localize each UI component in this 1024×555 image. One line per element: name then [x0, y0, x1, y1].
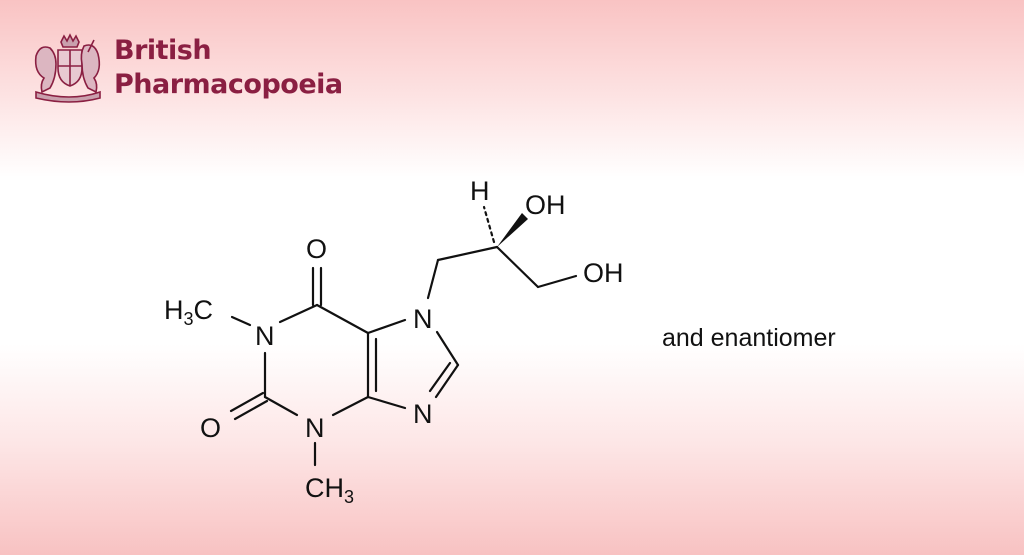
methyl-n1-c: C	[194, 295, 214, 325]
british-pharmacopoeia-logo: British Pharmacopoeia	[28, 32, 343, 104]
bond-c5-n7	[366, 318, 407, 335]
atom-n3: N	[305, 413, 325, 443]
methyl-n1-sub: 3	[184, 309, 194, 329]
atom-n7: N	[413, 304, 433, 334]
bond-c2-o2	[229, 391, 265, 413]
coat-of-arms-icon	[34, 33, 101, 103]
bond-n1-c6	[278, 303, 319, 324]
bond-c4-n3	[331, 395, 370, 417]
brand-line-2: Pharmacopoeia	[114, 69, 343, 100]
atom-n1: N	[255, 321, 275, 351]
atom-oh-top: OH	[525, 190, 566, 220]
bond-n7-ch2	[426, 258, 440, 300]
methyl-n3-sub: 3	[344, 487, 354, 507]
atom-o2: O	[200, 413, 221, 443]
bond-c8-n9	[434, 363, 460, 399]
wedge-bond-oh	[497, 213, 528, 247]
methyl-n3-ch: CH	[305, 473, 344, 503]
bond-ch2-oh	[536, 274, 578, 289]
enantiomer-annotation: and enantiomer	[662, 324, 836, 352]
bond-ch2-chiral	[436, 245, 499, 262]
atom-n9: N	[413, 399, 433, 429]
atom-o6: O	[306, 234, 327, 264]
atom-h: H	[470, 176, 490, 206]
methyl-n1: H3C	[164, 295, 213, 329]
bond-n9-c4	[366, 395, 407, 410]
bond-chiral-ch2	[495, 245, 540, 289]
atom-oh-right: OH	[583, 258, 624, 288]
brand-line-1: British	[114, 35, 212, 66]
bond-c8-n9-double	[428, 361, 452, 393]
bond-n3-c2	[263, 395, 299, 417]
bond-c6-c5	[315, 303, 370, 335]
bond-c2-o2-double	[233, 399, 269, 421]
brand-name: British Pharmacopoeia	[114, 34, 343, 102]
methyl-n1-h: H	[164, 295, 184, 325]
bond-n1-methyl	[230, 315, 252, 327]
hashed-bond-h	[482, 205, 496, 244]
methyl-n3: CH3	[305, 473, 354, 507]
bond-n7-c8	[435, 330, 460, 367]
